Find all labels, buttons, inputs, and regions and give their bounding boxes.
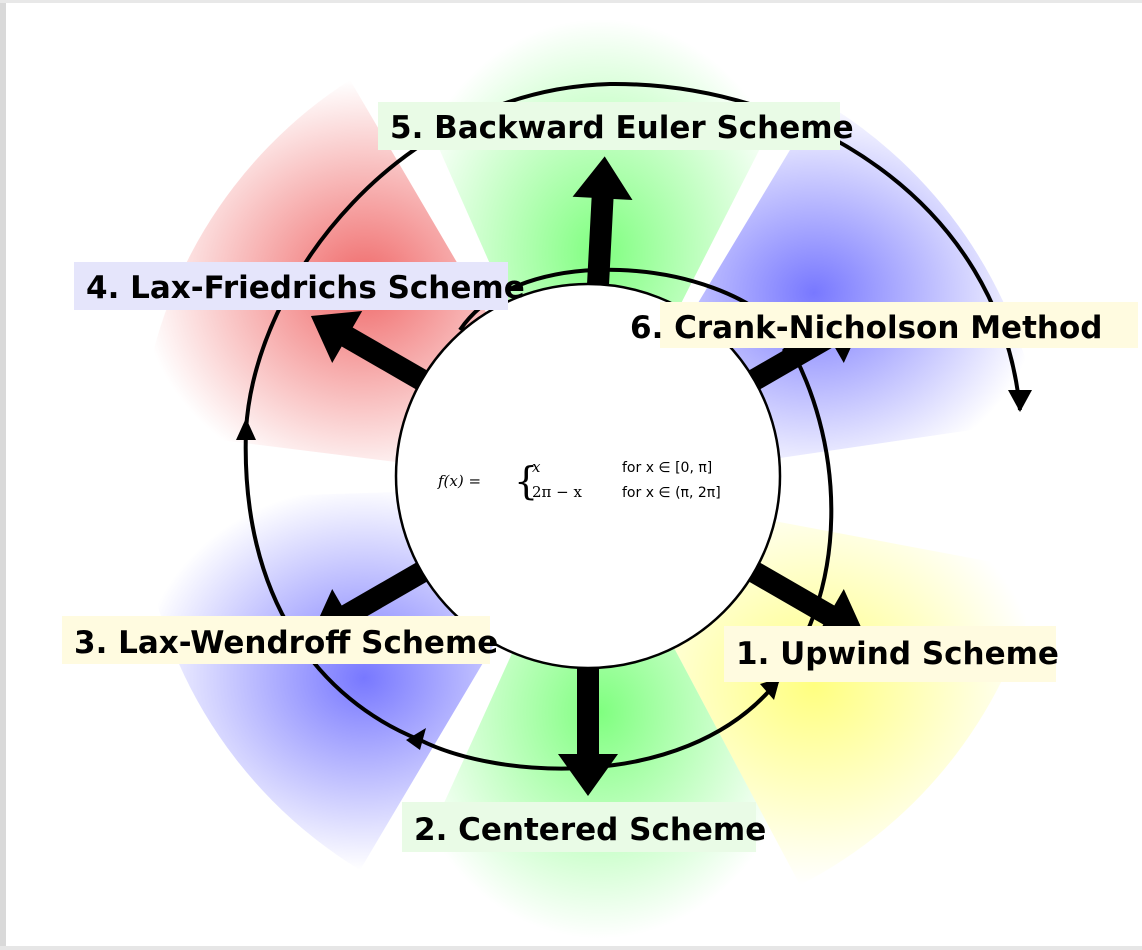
frame-edge [0,946,1142,950]
spoke-arrow-lax-friedrichs [310,311,438,396]
label-box-backward-euler [378,102,840,150]
label-box-centered [402,802,756,852]
formula-case2-cond: for x ∈ (π, 2π] [622,485,721,501]
label-box-crank-nicholson [660,302,1138,348]
label-box-upwind [724,626,1056,682]
formula-case1-cond: for x ∈ [0, π] [622,460,712,476]
label-crank-nicholson: 6. Crank-Nicholson Method [630,310,1102,346]
spoke-arrow-backward-euler [572,156,633,297]
arrowhead-icon [236,418,256,440]
label-centered: 2. Centered Scheme [414,812,766,848]
formula-case1-expr: x [532,458,541,476]
label-backward-euler: 5. Backward Euler Scheme [390,110,854,146]
formula-case2-expr: 2π − x [532,483,583,501]
label-box-lax-friedrichs [74,262,508,310]
label-upwind: 1. Upwind Scheme [736,636,1059,672]
label-lax-friedrichs: 4. Lax-Friedrichs Scheme [86,270,525,306]
center-formula: f(x) = { x for x ∈ [0, π] 2π − x for x ∈… [437,458,721,503]
arrowhead-icon [1008,390,1032,412]
label-box-lax-wendroff [62,616,490,664]
arrowhead-icon [760,678,780,700]
spoke-arrow-centered [558,656,618,796]
formula-brace: { [514,459,538,503]
center-circle [394,282,782,670]
arrowhead-icon [406,728,426,750]
spoke-arrow-upwind [738,556,866,641]
formula-lhs: f(x) = [437,472,481,490]
scheme-labels: 1. Upwind Scheme 2. Centered Scheme 3. L… [62,102,1138,852]
label-lax-wendroff: 3. Lax-Wendroff Scheme [74,625,498,661]
frame-edge [0,0,1142,3]
frame-edge [0,0,6,950]
